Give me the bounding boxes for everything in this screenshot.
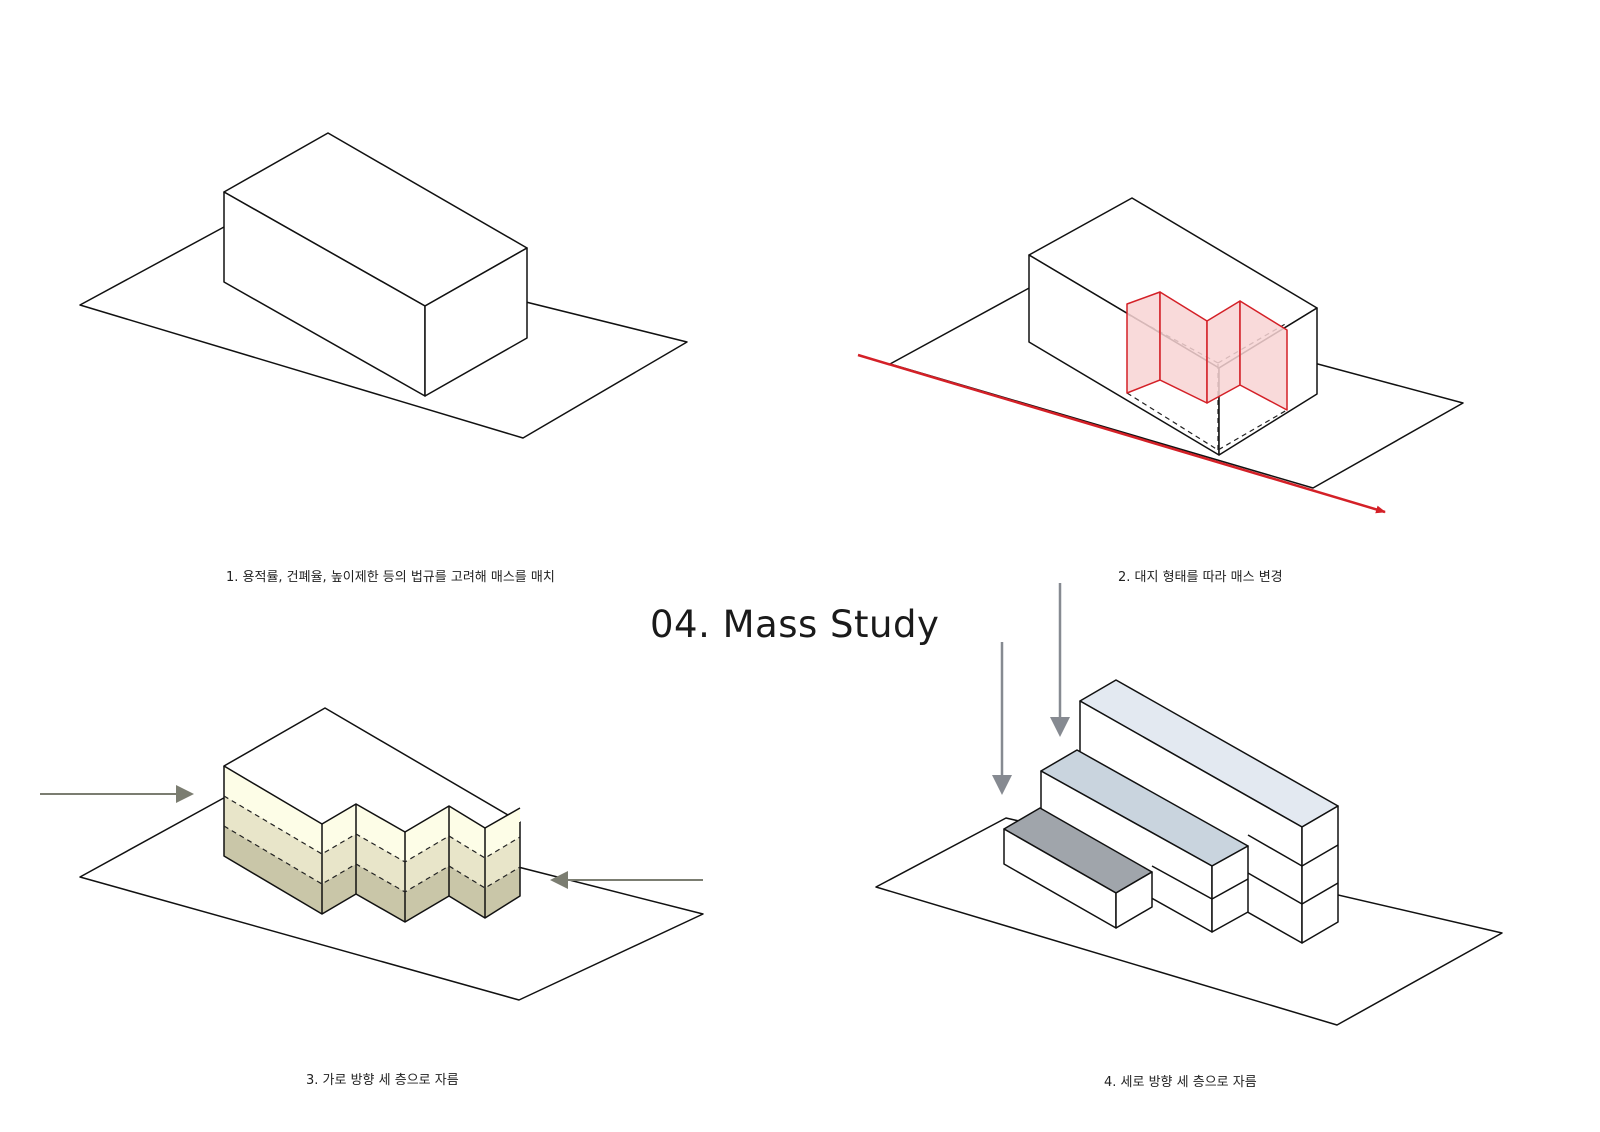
arrow-head [992,775,1012,795]
step-4-diagram [875,583,1503,1026]
layer-division-line [223,795,521,863]
low-volume [1003,807,1153,929]
step-2-caption: 2. 대지 형태를 따라 매스 변경 [1118,570,1283,585]
site-plane [875,817,1503,1026]
arrow-head [550,871,568,889]
step-3-diagram [40,707,704,1001]
step-3-caption: 3. 가로 방향 세 층으로 자름 [306,1073,459,1088]
step-1-diagram [79,132,688,439]
site-plane [889,286,1464,489]
mass-side-face [424,247,528,397]
site-plane [79,793,704,1001]
layer-division-line [223,825,521,893]
site-boundary-arrow [857,353,1386,514]
page-title: 04. Mass Study [650,603,940,646]
middle-volume [1040,749,1249,933]
cut-faces [1126,291,1288,411]
site-plane [79,226,688,439]
step-4-caption: 4. 세로 방향 세 층으로 자름 [1104,1075,1257,1090]
arrow-head [1050,717,1070,737]
step-2-diagram [857,197,1464,514]
step-1-caption: 1. 용적률, 건폐율, 높이제한 등의 법규를 고려해 매스를 매치 [226,570,555,585]
arrow-head [176,785,194,803]
